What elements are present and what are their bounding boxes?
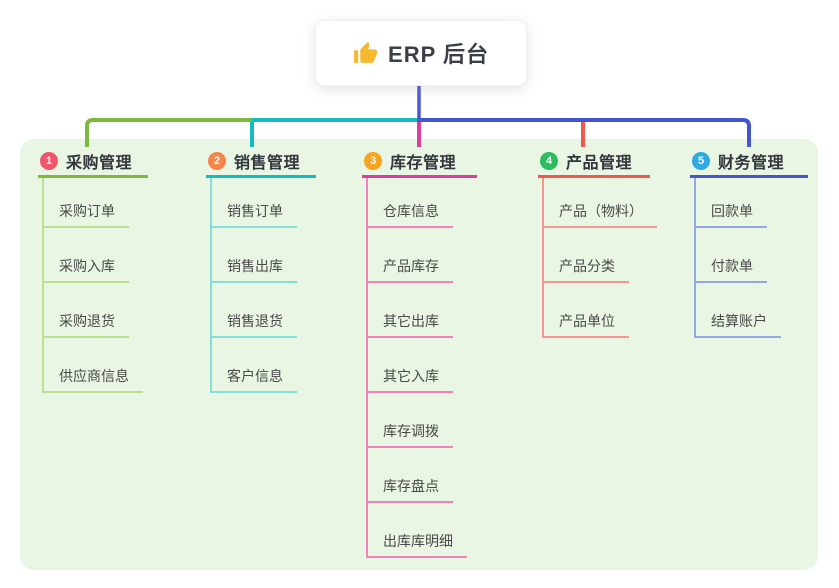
branch-number-badge: 4 [540,151,558,170]
child-node[interactable]: 销售退货 [212,283,297,338]
branch-label: 销售管理 [234,154,301,172]
child-label: 采购退货 [59,313,115,329]
child-label: 付款单 [711,258,753,274]
child-label: 客户信息 [227,368,283,384]
branch-header-1[interactable]: 1 采购管理 [38,146,148,178]
child-node[interactable]: 产品库存 [368,228,453,283]
branch-label: 采购管理 [66,154,133,172]
child-node[interactable]: 其它入库 [368,338,453,393]
branch-children: 销售订单销售出库销售退货客户信息 [210,178,297,393]
child-node[interactable]: 客户信息 [212,338,297,393]
branch-header-4[interactable]: 4 产品管理 [538,146,650,178]
child-label: 仓库信息 [383,203,439,219]
child-label: 库存盘点 [383,478,439,494]
child-label: 销售退货 [227,313,283,329]
branch-header-5[interactable]: 5 财务管理 [690,146,808,178]
child-label: 产品单位 [559,313,615,329]
branch-number-badge: 3 [364,151,382,170]
child-label: 产品分类 [559,258,615,274]
child-label: 出库库明细 [383,533,453,549]
child-label: 销售出库 [227,258,283,274]
branch-number-badge: 1 [40,151,58,170]
branch-header-2[interactable]: 2 销售管理 [206,146,316,178]
mindmap-panel [20,139,818,570]
child-label: 采购订单 [59,203,115,219]
branch-children: 仓库信息产品库存其它出库其它入库库存调拨库存盘点出库库明细 [366,178,467,558]
child-node[interactable]: 产品（物料） [544,178,657,228]
child-label: 回款单 [711,203,753,219]
child-label: 产品（物料） [559,203,643,219]
branch-label: 财务管理 [718,154,785,172]
branch-children: 回款单付款单结算账户 [694,178,781,338]
child-label: 销售订单 [227,203,283,219]
child-node[interactable]: 采购退货 [44,283,129,338]
child-node[interactable]: 库存调拨 [368,393,453,448]
child-label: 供应商信息 [59,368,129,384]
child-node[interactable]: 付款单 [696,228,767,283]
child-label: 库存调拨 [383,423,439,439]
branch-label: 库存管理 [390,154,457,172]
child-node[interactable]: 销售出库 [212,228,297,283]
child-node[interactable]: 回款单 [696,178,767,228]
branch-children: 采购订单采购入库采购退货供应商信息 [42,178,143,393]
branch-number-badge: 5 [692,151,710,170]
child-node[interactable]: 采购订单 [44,178,129,228]
child-node[interactable]: 产品单位 [544,283,629,338]
child-node[interactable]: 供应商信息 [44,338,143,393]
child-label: 采购入库 [59,258,115,274]
branch-number-badge: 2 [208,151,226,170]
branch-header-3[interactable]: 3 库存管理 [362,146,477,178]
child-node[interactable]: 其它出库 [368,283,453,338]
child-label: 产品库存 [383,258,439,274]
thumbs-up-icon [353,41,378,66]
child-label: 其它入库 [383,368,439,384]
child-node[interactable]: 出库库明细 [368,503,467,558]
child-label: 其它出库 [383,313,439,329]
root-node[interactable]: ERP 后台 [315,20,527,86]
child-node[interactable]: 产品分类 [544,228,629,283]
child-node[interactable]: 结算账户 [696,283,781,338]
child-node[interactable]: 销售订单 [212,178,297,228]
root-title: ERP 后台 [388,42,489,67]
branch-children: 产品（物料） 产品分类产品单位 [542,178,657,338]
branch-label: 产品管理 [566,154,633,172]
child-label: 结算账户 [711,313,767,329]
child-node[interactable]: 库存盘点 [368,448,453,503]
child-node[interactable]: 仓库信息 [368,178,453,228]
child-node[interactable]: 采购入库 [44,228,129,283]
